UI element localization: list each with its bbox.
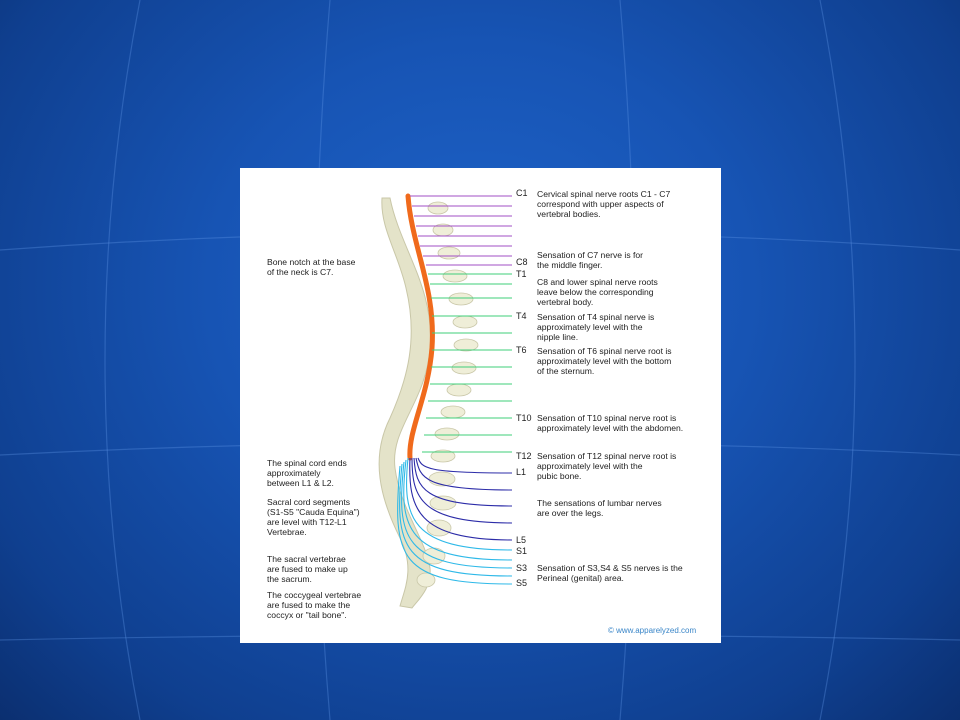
note-t12: Sensation of T12 spinal nerve root is ap… [537,451,677,481]
note-sacral-vertebrae: The sacral vertebrae are fused to make u… [267,554,348,584]
level-label-s1: S1 [516,546,528,556]
note-lumbar: The sensations of lumbar nerves are over… [537,498,662,518]
level-label-c8: C8 [516,257,528,267]
note-t6: Sensation of T6 spinal nerve root is app… [537,346,672,376]
note-sacral-segments: Sacral cord segments (S1-S5 "Cauda Equin… [267,497,360,537]
note-c7: Sensation of C7 nerve is for the middle … [537,250,644,270]
vertebral-column [378,197,431,609]
spine-illustration [378,193,513,609]
note-c1-c7: Cervical spinal nerve roots C1 - C7 corr… [537,189,671,219]
note-t4: Sensation of T4 spinal nerve is approxim… [537,312,655,342]
sacral-nerves [397,457,513,585]
level-label-t4: T4 [516,311,527,321]
note-sacral: Sensation of S3,S4 & S5 nerves is the Pe… [537,563,683,583]
note-bone-notch: Bone notch at the base of the neck is C7… [267,257,356,277]
note-c8: C8 and lower spinal nerve roots leave be… [537,277,658,307]
level-label-t10: T10 [516,413,532,423]
spinal-cord [405,193,435,461]
level-label-t12: T12 [516,451,532,461]
note-coccygeal: The coccygeal vertebrae are fused to mak… [267,590,362,620]
level-label-c1: C1 [516,188,528,198]
thoracic-nerves [422,273,512,453]
note-cord-end: The spinal cord ends approximately betwe… [267,458,347,488]
level-label-s5: S5 [516,578,528,588]
lumbar-nerves [409,457,513,541]
level-label-l1: L1 [516,467,527,477]
spinal-nerve-diagram: C1 C8 T1 T4 T6 T10 T12 L1 L5 S1 S3 S5 Ce… [240,168,721,643]
copyright-credit: © www.apparelyzed.com [608,626,697,635]
level-label-t1: T1 [516,269,527,279]
level-label-t6: T6 [516,345,527,355]
level-label-s3: S3 [516,563,528,573]
cervical-nerves [410,195,512,266]
spinous-processes [416,201,479,588]
note-t10: Sensation of T10 spinal nerve root is ap… [537,413,684,433]
level-label-l5: L5 [516,535,527,545]
